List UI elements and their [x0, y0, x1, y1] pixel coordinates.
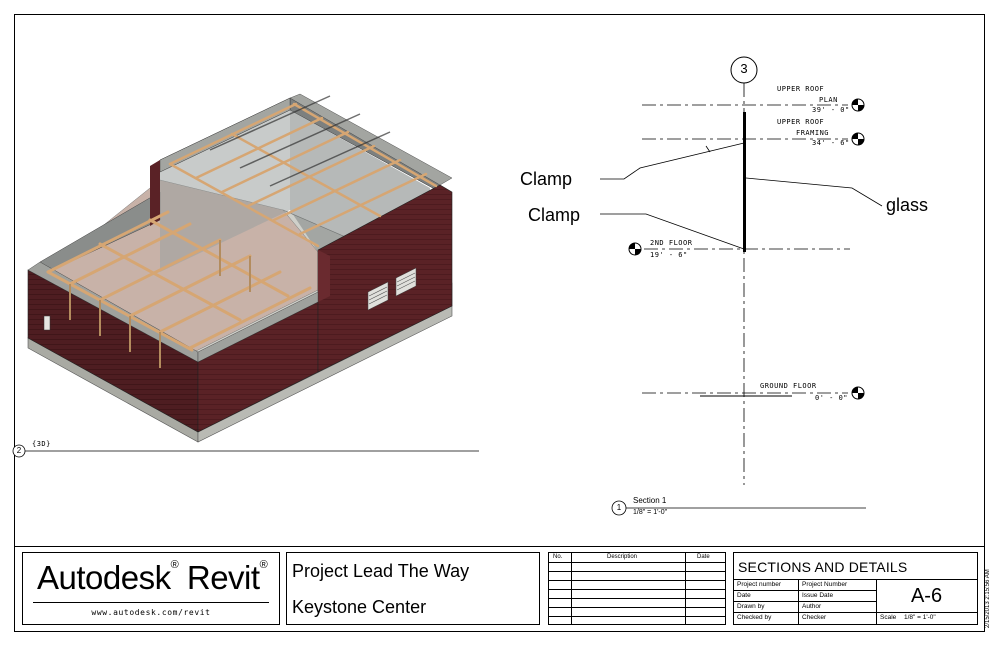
project-cell: Project Lead The Way Keystone Center — [286, 552, 540, 625]
info-value-checked-by: Checker — [802, 614, 827, 621]
info-label-checked-by: Checked by — [737, 614, 772, 621]
callout-clamp-upper: Clamp — [520, 169, 573, 189]
level-upper-roof-framing-elevation: 34' - 6" — [812, 139, 850, 147]
level-ground-floor-name: GROUND FLOOR — [760, 382, 817, 390]
louvre-vents — [367, 267, 417, 311]
logo-cell: Autodesk® Revit® www.autodesk.com/revit — [22, 552, 280, 625]
sheet-border — [14, 14, 985, 632]
view-number-section: 1 — [616, 503, 622, 512]
level-upper-roof-plan-line2: PLAN — [819, 96, 838, 104]
info-value-project-number: Project Number — [802, 581, 848, 588]
glass-panel — [743, 112, 746, 252]
project-name: Project Lead The Way — [292, 561, 470, 581]
logo-url: www.autodesk.com/revit — [91, 608, 211, 617]
section-view[interactable] — [600, 50, 890, 520]
revision-header-description: Description — [607, 554, 638, 560]
revision-table: No. Description Date — [548, 552, 726, 625]
columns — [69, 240, 251, 368]
info-value-date: Issue Date — [802, 592, 834, 599]
logo-brand: Autodesk — [37, 559, 171, 596]
info-label-project-number: Project number — [737, 581, 782, 588]
logo-product: Revit — [186, 559, 260, 596]
view-name-3d: {3D} — [32, 440, 51, 448]
level-markers — [628, 98, 865, 400]
sheet-info-block: SECTIONS AND DETAILS Project number Proj… — [733, 552, 978, 625]
view-number-3d: 2 — [16, 446, 22, 455]
level-2nd-floor-elevation: 19' - 6" — [650, 251, 688, 259]
info-label-date: Date — [737, 592, 751, 599]
level-upper-roof-plan-elevation: 39' - 0" — [812, 106, 850, 114]
info-value-drawn-by: Author — [802, 603, 822, 610]
revision-header-date: Date — [697, 554, 710, 560]
sheet-number: A-6 — [910, 585, 943, 607]
sheet-title: SECTIONS AND DETAILS — [738, 559, 908, 575]
level-upper-roof-framing-line1: UPPER ROOF — [777, 118, 825, 126]
revision-header-no: No. — [553, 554, 563, 560]
project-location: Keystone Center — [292, 597, 427, 617]
grid-bubble-label: 3 — [740, 61, 748, 76]
view-title-section[interactable] — [610, 498, 870, 520]
print-timestamp: 2/15/2013 2:15:56 AM — [985, 569, 991, 628]
view-title-3d[interactable] — [12, 440, 482, 460]
door — [43, 315, 51, 331]
level-upper-roof-framing-line2: FRAMING — [796, 129, 830, 137]
callout-glass: glass — [886, 195, 929, 215]
roof-framing — [46, 210, 312, 352]
level-2nd-floor-name: 2ND FLOOR — [650, 239, 693, 247]
view-name-section: Section 1 — [633, 496, 667, 505]
annotation-leaders — [600, 142, 883, 250]
callout-clamp-lower: Clamp — [528, 205, 581, 225]
scale-value: 1/8" = 1'-0" — [904, 614, 936, 621]
level-upper-roof-plan-line1: UPPER ROOF — [777, 85, 825, 93]
scale-label: Scale — [880, 614, 897, 621]
title-block — [14, 546, 985, 632]
level-ground-floor-elevation: 0' - 0" — [815, 394, 849, 402]
isometric-3d-view[interactable] — [0, 0, 500, 470]
info-label-drawn-by: Drawn by — [737, 603, 765, 610]
autodesk-revit-logo: Autodesk® Revit® — [37, 559, 268, 596]
view-scale-section: 1/8" = 1'-0" — [633, 509, 668, 516]
